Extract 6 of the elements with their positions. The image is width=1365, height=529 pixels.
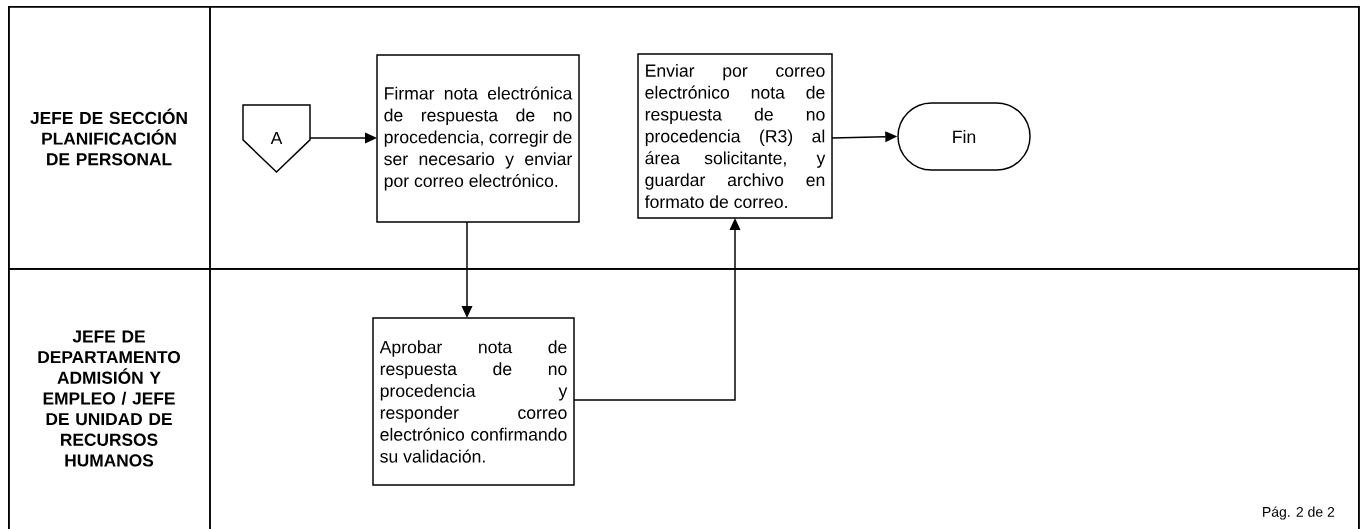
terminator: Fin (897, 102, 1031, 171)
process-box: Enviar por correo electrónico nota de respuesta de no procedencia (R3) al área solicitante, y guardar archivo en formato de correo. (637, 53, 833, 219)
process-box: Aprobar nota de respuesta de no procedencia y responder correo electrónico confirmando su validación. (372, 317, 575, 486)
off-page-connector: A (242, 104, 311, 174)
page-number: Pág. 2 de 2 (1263, 506, 1335, 520)
process-box: Firmar nota electrónica de respuesta de no procedencia, corregir de ser necesario y enviar por correo electrónico. (376, 54, 580, 223)
